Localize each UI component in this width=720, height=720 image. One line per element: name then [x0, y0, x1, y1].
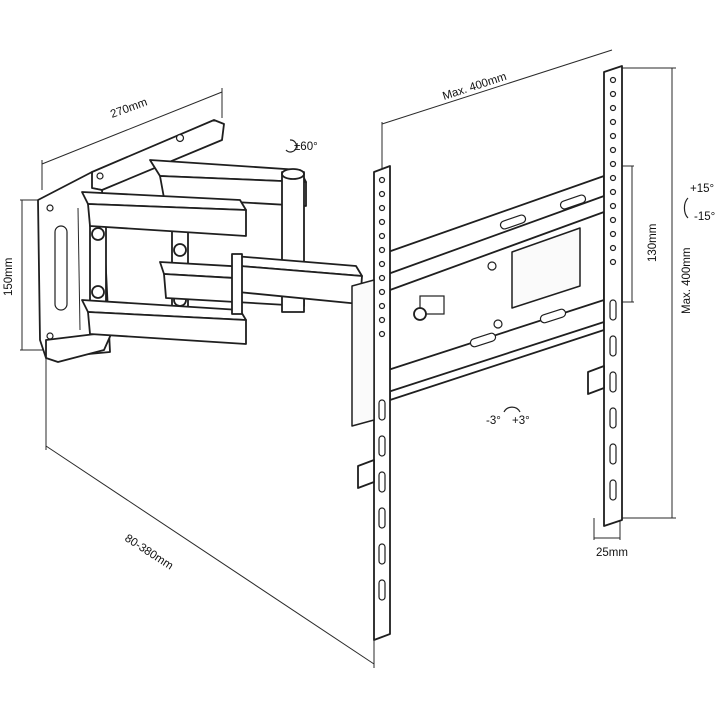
label-rotate: ±60°: [294, 141, 318, 153]
lower-short-arm-side: [87, 311, 247, 345]
plate-hole: [487, 261, 497, 271]
wall-plate-hole: [46, 204, 54, 212]
swing-arms: [81, 159, 363, 345]
wall-plate-hole: [175, 133, 185, 143]
crossbar-slot: [499, 214, 527, 230]
wall-plate-hole: [96, 172, 104, 180]
dim-400h-line: [381, 49, 613, 125]
crossbar-slot: [539, 308, 567, 324]
pivot-bolt: [91, 285, 105, 299]
right-rail-hook: [587, 365, 605, 395]
crossbar-slot: [559, 194, 587, 210]
label-level-plus: +3°: [512, 415, 530, 427]
label-tilt-up: +15°: [690, 183, 714, 195]
wall-plate-slot: [54, 225, 68, 311]
label-extension: 80-380mm: [122, 532, 175, 572]
label-max-vertical: Max. 400mm: [681, 248, 693, 314]
dim-ext-line: [45, 445, 375, 665]
left-rail-holes: [378, 176, 386, 601]
wall-plate-edge: [77, 207, 81, 331]
elbow-post-cap: [281, 168, 305, 180]
front-arm-hinge: [231, 253, 243, 315]
label-rail-width: 25mm: [596, 547, 628, 559]
wall-plate-hole: [46, 332, 54, 340]
tv-bracket: [351, 65, 623, 641]
rotation-arcs: [285, 139, 689, 413]
left-rail-side: [351, 279, 375, 427]
left-rail-hook: [357, 459, 375, 489]
upper-short-arm-side: [87, 203, 247, 237]
pivot-bolt: [91, 227, 105, 241]
right-rail-holes: [609, 76, 617, 501]
swivel-arc-icon: [285, 139, 298, 153]
plate-nut: [413, 307, 427, 321]
dimension-lines: [20, 49, 676, 668]
label-width-270: 270mm: [109, 96, 149, 120]
pivot-bolt: [173, 243, 187, 257]
label-level-minus: -3°: [486, 415, 501, 427]
center-plate-window: [511, 227, 581, 309]
plate-cutout: [419, 295, 445, 315]
label-height-130: 130mm: [647, 224, 659, 262]
level-arc-icon: [503, 406, 521, 413]
crossbar-slot: [469, 332, 497, 348]
plate-hole: [493, 319, 503, 329]
tilt-arc-icon: [683, 197, 689, 219]
label-tilt-down: -15°: [694, 211, 715, 223]
dim-270-line: [41, 91, 223, 165]
label-height-150: 150mm: [3, 258, 15, 296]
